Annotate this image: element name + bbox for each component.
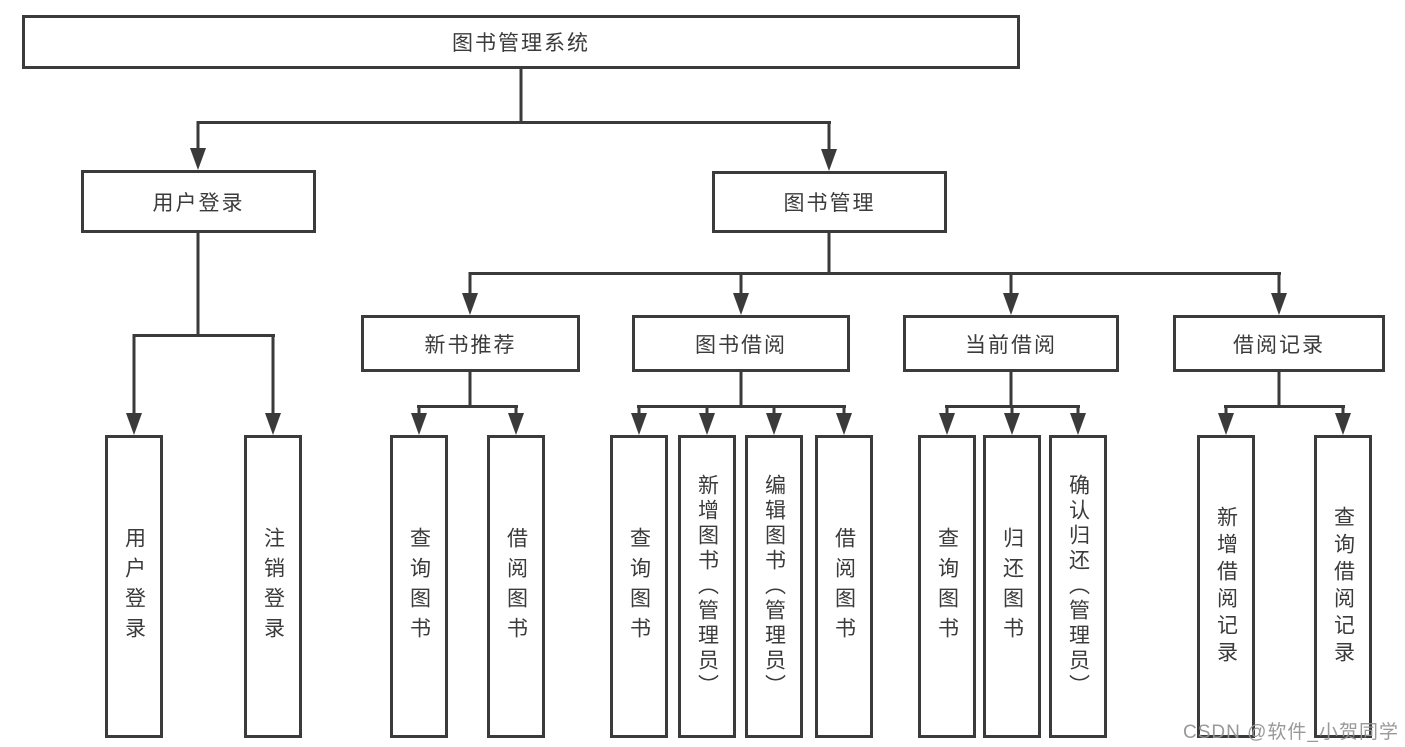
arrowhead-down-icon [265,413,281,435]
connector-hline [417,405,518,408]
connector-vline [271,334,275,419]
leaf-confirm-return-admin: 确认归还（管理员） [1049,435,1107,738]
connector-vline [468,272,472,299]
arrowhead-down-icon [836,413,852,435]
leaf-return-books: 归还图书 [983,435,1041,738]
leaf-query-books-current: 查询图书 [918,435,976,738]
arrowhead-down-icon [190,148,206,170]
connector-vline [842,405,846,419]
connector-vline [1009,372,1013,408]
connector-hline [637,405,846,408]
connector-vline [1277,372,1281,408]
arrowhead-down-icon [1003,293,1019,315]
connector-hline [133,334,275,337]
connector-hline [197,121,831,124]
leaf-borrow-books-recommend: 借阅图书 [487,435,545,738]
arrowhead-down-icon [1004,413,1020,435]
arrowhead-down-icon [631,413,647,435]
node-borrow-records: 借阅记录 [1173,315,1385,372]
arrowhead-down-icon [411,413,427,435]
arrowhead-down-icon [699,413,715,435]
arrowhead-down-icon [1335,413,1351,435]
arrowhead-down-icon [733,293,749,315]
leaf-logout: 注销登录 [244,435,302,738]
connector-vline [827,233,831,274]
leaf-user-login: 用户登录 [105,435,163,738]
connector-vline [1076,405,1080,419]
node-book-management: 图书管理 [712,171,947,233]
connector-vline [739,272,743,299]
arrowhead-down-icon [821,149,837,171]
arrowhead-down-icon [766,413,782,435]
connector-vline [468,372,472,408]
connector-vline [739,372,743,408]
node-new-book-recommend: 新书推荐 [361,315,580,372]
connector-hline [469,272,1281,275]
connector-vline [1341,405,1345,419]
connector-vline [1277,272,1281,299]
leaf-edit-book-admin: 编辑图书（管理员） [745,435,803,738]
leaf-add-borrow-record: 新增借阅记录 [1197,435,1255,738]
leaf-borrow-books-borrow: 借阅图书 [815,435,873,738]
connector-vline [827,121,831,155]
connector-vline [519,69,523,122]
connector-vline [1009,272,1013,299]
arrowhead-down-icon [126,413,142,435]
connector-vline [132,334,136,419]
node-current-borrow: 当前借阅 [903,315,1119,372]
connector-vline [196,121,200,154]
arrowhead-down-icon [1271,293,1287,315]
connector-vline [1010,405,1014,419]
connector-vline [514,405,518,419]
arrowhead-down-icon [508,413,524,435]
connector-vline [772,405,776,419]
leaf-query-books-borrow: 查询图书 [610,435,668,738]
connector-hline [1224,405,1345,408]
leaf-query-borrow-record: 查询借阅记录 [1314,435,1372,738]
leaf-add-book-admin: 新增图书（管理员） [678,435,736,738]
connector-vline [945,405,949,419]
connector-vline [1224,405,1228,419]
arrowhead-down-icon [939,413,955,435]
connector-vline [637,405,641,419]
arrowhead-down-icon [462,293,478,315]
arrowhead-down-icon [1070,413,1086,435]
node-user-login: 用户登录 [81,170,316,233]
leaf-query-books-recommend: 查询图书 [390,435,448,738]
connector-vline [705,405,709,419]
node-root: 图书管理系统 [22,15,1020,69]
node-book-borrow: 图书借阅 [632,315,850,372]
csdn-watermark: CSDN @软件_小贺同学 [1183,722,1399,743]
arrowhead-down-icon [1218,413,1234,435]
connector-vline [196,233,200,337]
connector-vline [417,405,421,419]
